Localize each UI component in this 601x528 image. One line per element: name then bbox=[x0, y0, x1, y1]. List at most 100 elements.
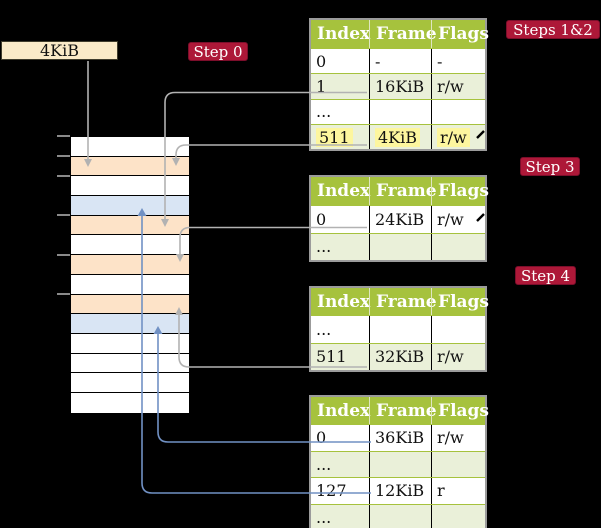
address-tick bbox=[57, 254, 70, 256]
address-tick bbox=[57, 214, 70, 216]
cell-flags bbox=[431, 504, 485, 528]
cell-flags bbox=[431, 316, 485, 343]
header-frame: Frame bbox=[369, 20, 437, 48]
cell-index: 0 bbox=[316, 209, 327, 229]
header-index: Index bbox=[317, 181, 371, 201]
memory-frame-row bbox=[71, 156, 189, 177]
table-row: 1 16KiB r/w bbox=[311, 73, 485, 99]
memory-frame-row bbox=[71, 137, 189, 157]
table-row: 511 32KiB r/w bbox=[311, 342, 485, 370]
header-flags: Flags bbox=[431, 397, 489, 424]
cell-flags: r bbox=[431, 478, 485, 504]
cell-flags bbox=[431, 451, 485, 477]
cell-index: ... bbox=[316, 102, 332, 122]
cell-frame bbox=[369, 316, 431, 343]
address-tick bbox=[57, 175, 70, 177]
step-4-badge: Step 4 bbox=[515, 266, 576, 285]
header-frame: Frame bbox=[369, 397, 437, 424]
header-flags: Flags bbox=[431, 177, 489, 205]
table-row: ... bbox=[311, 503, 485, 528]
steps-1-2-badge: Steps 1&2 bbox=[506, 20, 600, 39]
table-header-row: Index Frame Flags bbox=[311, 397, 489, 424]
memory-frame-row bbox=[71, 373, 189, 393]
table-row: 0 - - bbox=[311, 48, 485, 74]
page-table-step-4: Index Frame Flags ... 511 32KiB r/w bbox=[309, 286, 489, 372]
step-0-badge: Step 0 bbox=[188, 42, 248, 61]
table-row: 0 24KiB r/w bbox=[311, 205, 485, 233]
table-row: ... bbox=[311, 450, 485, 477]
table-header-row: Index Frame Flags bbox=[311, 288, 489, 315]
frame-size-box: 4KiB bbox=[1, 41, 118, 60]
cell-index: ... bbox=[316, 237, 332, 257]
cell-flags bbox=[431, 233, 485, 260]
cell-index: 1 bbox=[316, 76, 327, 96]
header-frame: Frame bbox=[369, 177, 437, 205]
cell-frame: 24KiB bbox=[369, 206, 431, 233]
table-row: ... bbox=[311, 98, 485, 124]
table-row: ... bbox=[311, 315, 485, 343]
memory-frame-row bbox=[71, 314, 189, 334]
step-3-badge: Step 3 bbox=[520, 157, 580, 176]
header-frame: Frame bbox=[369, 288, 437, 315]
cell-index: ... bbox=[316, 454, 332, 474]
cell-index: 0 bbox=[316, 51, 327, 71]
header-index: Index bbox=[317, 291, 371, 312]
cell-index: 511 bbox=[311, 125, 369, 149]
table-row-highlighted: 511 4KiB r/w bbox=[311, 123, 485, 150]
table-header-row: Index Frame Flags bbox=[311, 20, 489, 48]
memory-frame-row bbox=[71, 176, 189, 197]
cell-flags: r/w bbox=[431, 425, 485, 451]
cell-frame: 4KiB bbox=[369, 124, 431, 150]
cell-flags: r/w bbox=[431, 206, 485, 233]
highlight: 4KiB bbox=[375, 127, 421, 147]
cell-frame bbox=[369, 99, 431, 124]
table-header-row: Index Frame Flags bbox=[311, 177, 489, 205]
header-flags: Flags bbox=[431, 20, 489, 48]
cell-index: 0 bbox=[316, 428, 327, 448]
cell-frame: 32KiB bbox=[369, 343, 431, 370]
step-0-label: Step 0 bbox=[193, 42, 243, 61]
steps-1-2-label: Steps 1&2 bbox=[513, 20, 593, 39]
cell-frame: 12KiB bbox=[369, 478, 431, 504]
physical-memory-strip bbox=[70, 136, 190, 414]
cell-frame bbox=[369, 504, 431, 528]
memory-frame-row bbox=[71, 215, 189, 236]
memory-frame-row bbox=[71, 392, 189, 413]
highlight: r/w bbox=[437, 127, 470, 147]
memory-frame-row bbox=[71, 353, 189, 374]
cell-index: 127 bbox=[316, 481, 347, 501]
cell-index: 511 bbox=[316, 347, 347, 367]
address-tick bbox=[57, 155, 70, 157]
cell-frame: - bbox=[369, 49, 431, 74]
cell-frame: 16KiB bbox=[369, 74, 431, 99]
step-4-label: Step 4 bbox=[520, 266, 571, 285]
cell-frame: 36KiB bbox=[369, 425, 431, 451]
memory-frame-row bbox=[71, 333, 189, 354]
cell-flags: r/w bbox=[431, 124, 485, 150]
memory-frame-row bbox=[71, 235, 189, 256]
frame-size-label: 4KiB bbox=[39, 41, 79, 60]
step-3-label: Step 3 bbox=[525, 157, 575, 176]
cell-flags bbox=[431, 99, 485, 124]
page-table-steps-1-2: Index Frame Flags 0 - - 1 16KiB r/w ... … bbox=[309, 18, 489, 152]
table-row: 0 36KiB r/w bbox=[311, 424, 485, 451]
memory-frame-row bbox=[71, 196, 189, 216]
page-table-step-3: Index Frame Flags 0 24KiB r/w ... bbox=[309, 175, 489, 262]
cell-flags: - bbox=[431, 49, 485, 74]
highlight: 511 bbox=[316, 127, 353, 147]
cell-flags: r/w bbox=[431, 74, 485, 99]
cell-index: ... bbox=[316, 507, 332, 527]
memory-frame-row bbox=[71, 255, 189, 275]
header-flags: Flags bbox=[431, 288, 489, 315]
cell-frame bbox=[369, 451, 431, 477]
address-tick bbox=[57, 293, 70, 295]
page-table-final-level: Index Frame Flags 0 36KiB r/w ... 127 12… bbox=[309, 395, 489, 528]
header-index: Index bbox=[317, 400, 371, 421]
memory-frame-row bbox=[71, 274, 189, 295]
address-tick bbox=[57, 135, 70, 137]
cell-index: ... bbox=[316, 319, 332, 339]
table-row: ... bbox=[311, 232, 485, 260]
cell-flags: r/w bbox=[431, 343, 485, 370]
memory-frame-row bbox=[71, 294, 189, 315]
